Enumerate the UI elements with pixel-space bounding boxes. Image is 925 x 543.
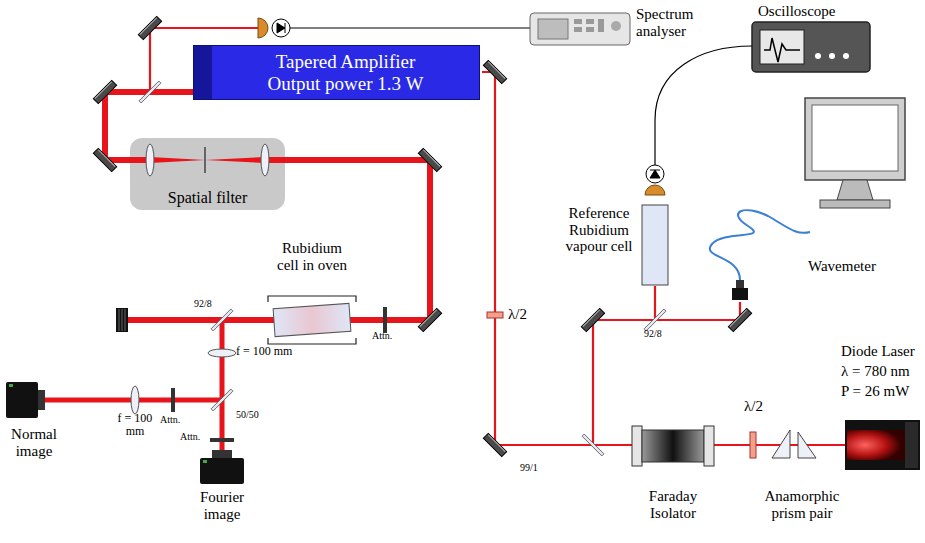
node-text: Spatial filter: [168, 189, 248, 207]
part-label: f = 100 mm: [236, 345, 316, 358]
part-label: Wavemeter: [808, 258, 908, 275]
part-label: Spectrum analyser: [636, 6, 716, 39]
node-text: Tapered Amplifier: [276, 51, 416, 73]
part-label: 99/1: [520, 462, 550, 473]
part-label: Attn.: [372, 330, 402, 341]
part-label: Anamorphic prism pair: [752, 488, 852, 521]
part-label: λ = 780 nm: [841, 363, 921, 380]
part-label: 92/8: [194, 298, 224, 309]
part-label: Fourier image: [188, 489, 256, 522]
part-label: Rubidium cell in oven: [272, 240, 352, 273]
part-label: f = 100 mm: [110, 412, 160, 438]
part-label: 50/50: [236, 409, 276, 420]
node-text: Output power 1.3 W: [268, 73, 424, 95]
part-label: Normal image: [2, 426, 66, 459]
part-label: Attn.: [160, 414, 190, 425]
amplifier-box: Tapered AmplifierOutput power 1.3 W: [193, 45, 480, 100]
part-label: Attn.: [180, 431, 210, 442]
part-label: Faraday Isolator: [632, 488, 714, 521]
part-label: Reference Rubidium vapour cell: [560, 205, 638, 255]
part-label: λ/2: [508, 306, 538, 323]
part-label: P = 26 mW: [841, 383, 921, 400]
part-label: Oscilloscope: [758, 3, 868, 20]
part-label: 92/8: [644, 328, 674, 339]
part-label: λ/2: [744, 398, 774, 415]
part-label: Diode Laser: [841, 343, 921, 360]
